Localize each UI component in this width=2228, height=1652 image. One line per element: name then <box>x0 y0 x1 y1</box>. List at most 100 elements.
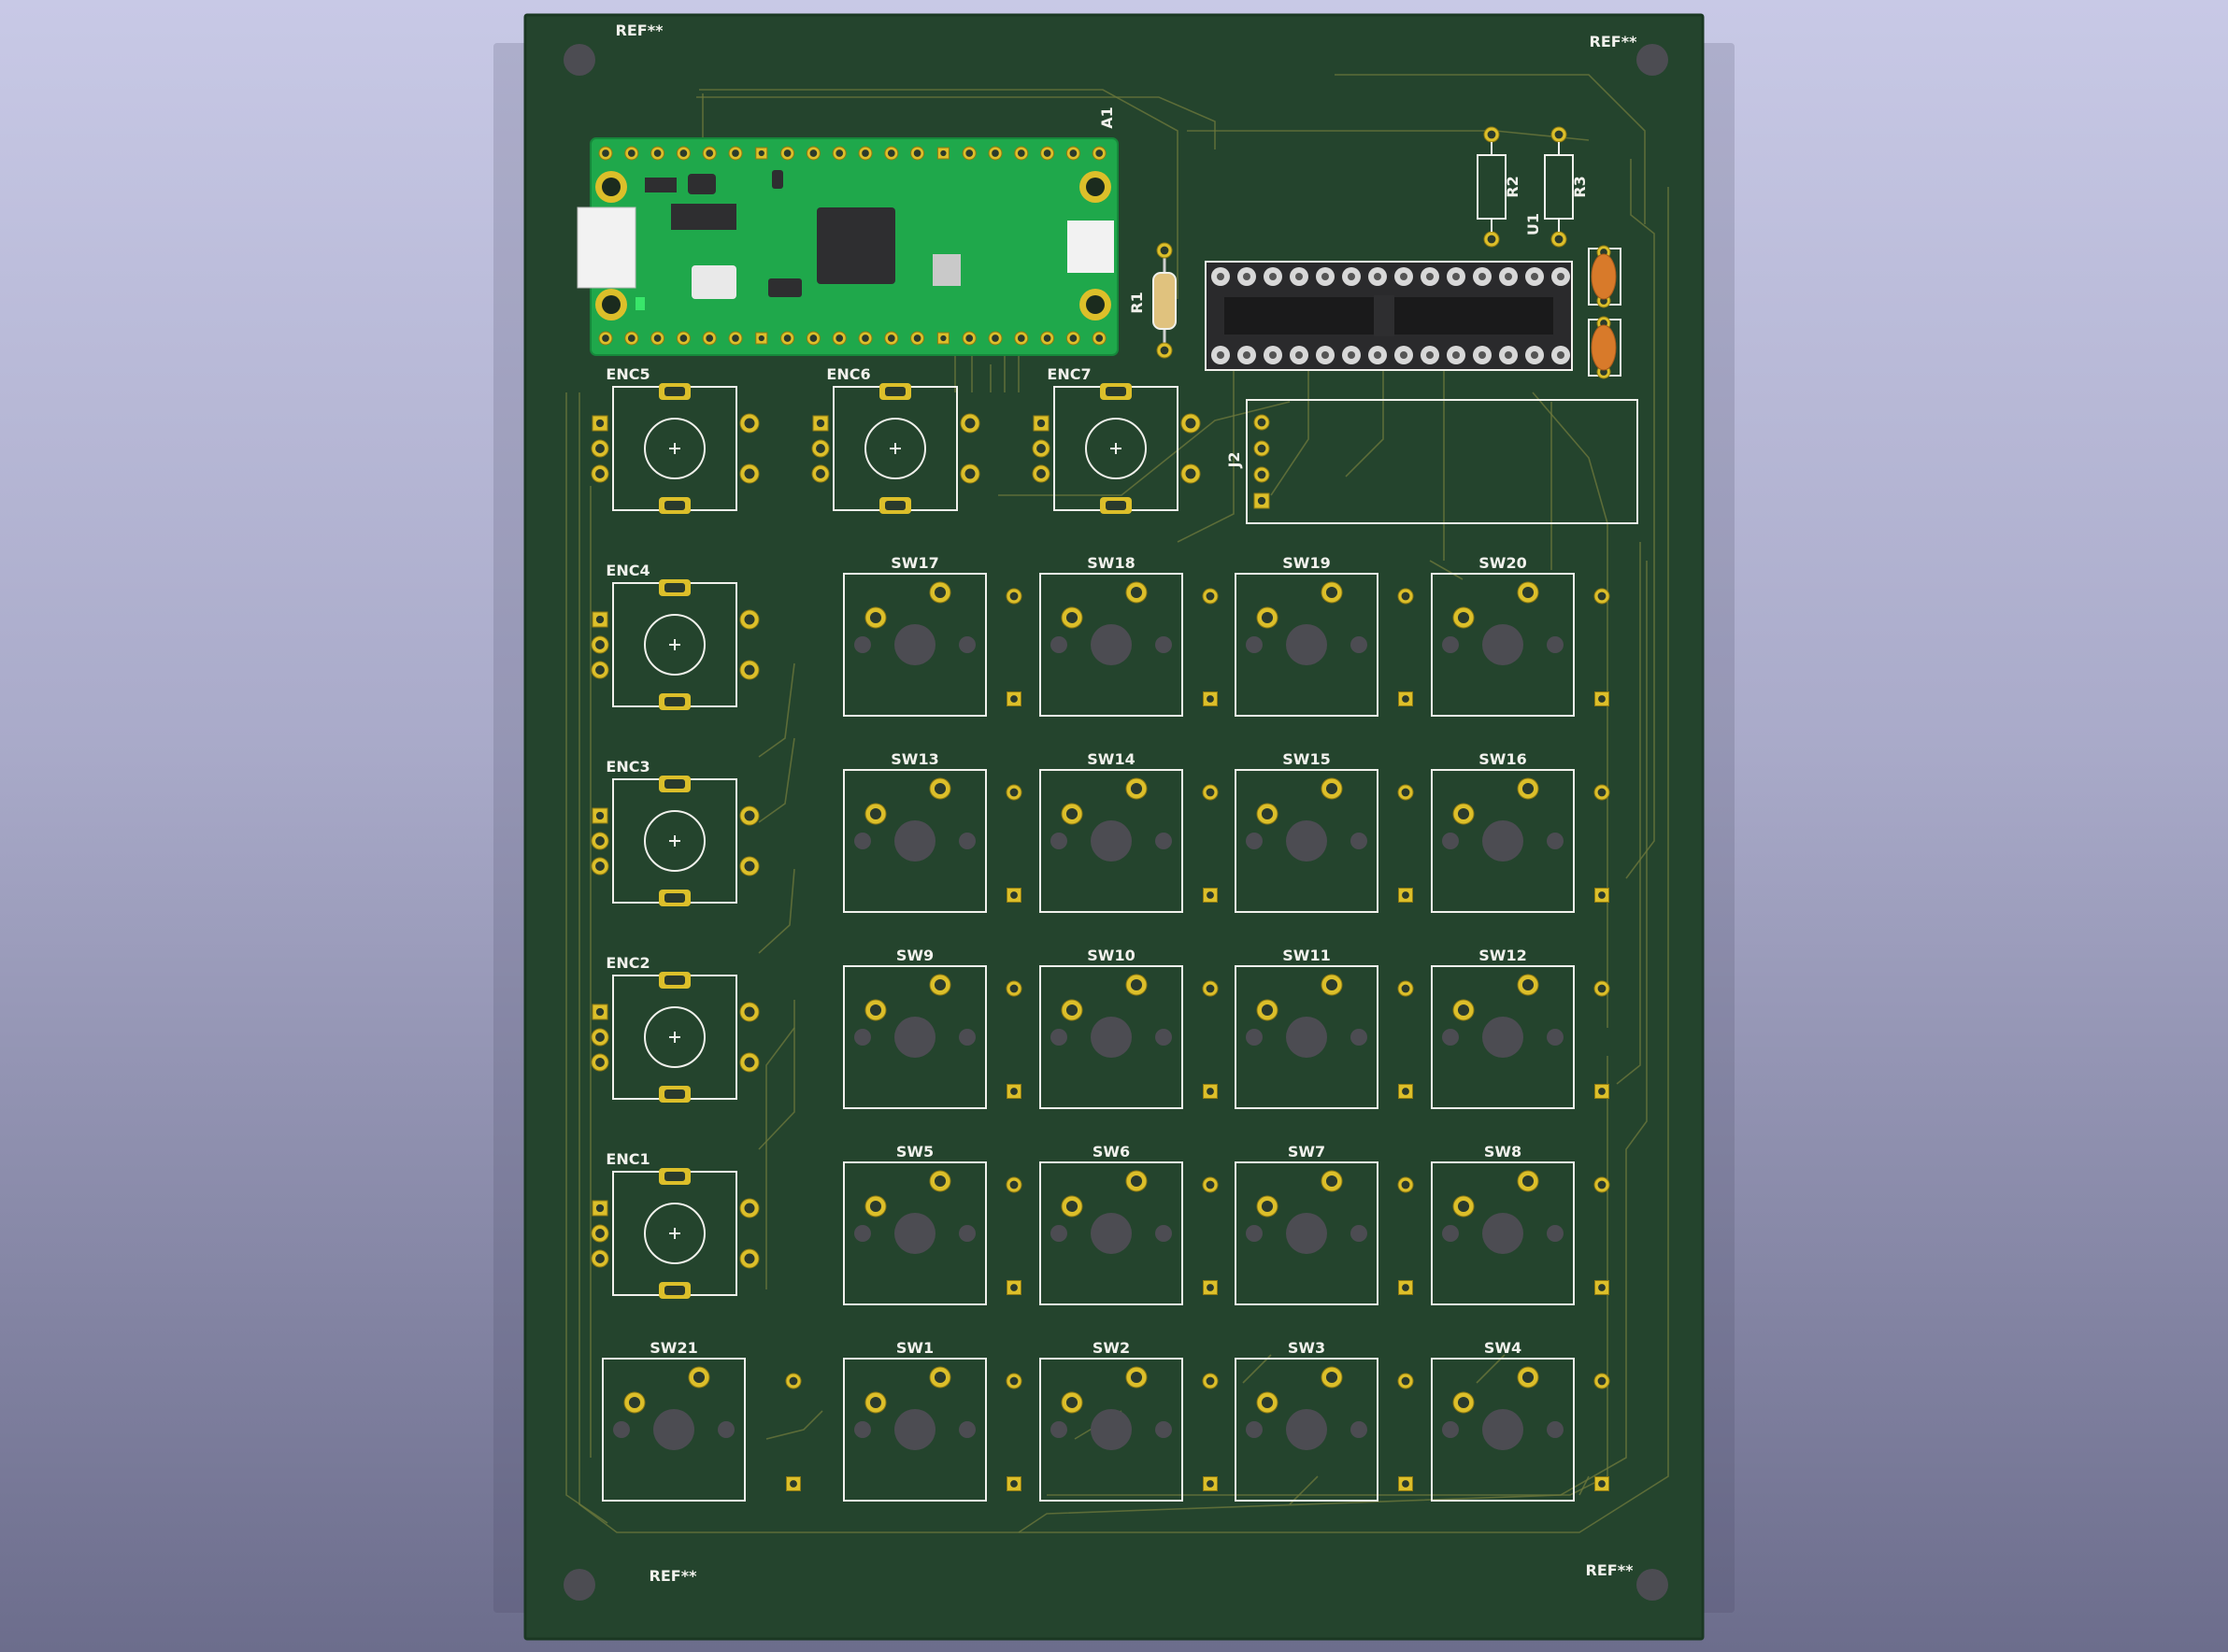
pad-drill <box>595 469 605 478</box>
pad-drill <box>1010 1480 1018 1488</box>
pad-drill <box>744 614 755 625</box>
pad-drill <box>1043 150 1051 157</box>
pad-drill <box>1130 586 1143 599</box>
silkscreen-label: SW2 <box>1093 1339 1130 1357</box>
encoder-mount-slot <box>664 1286 685 1295</box>
key-switch: SW11 <box>1235 947 1414 1109</box>
silkscreen-label: SW20 <box>1478 554 1526 572</box>
pad-drill <box>1457 1396 1470 1409</box>
resistor-r1: R1 <box>1128 242 1177 359</box>
pad-drill <box>1160 346 1169 355</box>
silkscreen-label: J2 <box>1225 451 1243 468</box>
pad-drill <box>934 782 947 795</box>
smd-part <box>688 174 716 194</box>
pad-drill <box>1457 807 1470 820</box>
pad-drill <box>1402 1088 1409 1095</box>
switch-center-hole <box>894 1213 935 1254</box>
ic-pin-hole <box>1374 351 1381 359</box>
pad-drill <box>836 335 844 342</box>
switch-peg-hole <box>1246 1225 1263 1242</box>
trace <box>758 662 795 758</box>
pad-drill <box>595 1203 605 1213</box>
pad-drill <box>744 1203 755 1214</box>
encoder-mount-slot <box>664 893 685 903</box>
switch-peg-hole <box>1155 1225 1172 1242</box>
trace <box>765 1410 823 1440</box>
pad-drill <box>1207 1480 1214 1488</box>
encoder-mount-slot <box>1106 387 1126 396</box>
pad-drill <box>1009 788 1019 797</box>
trace <box>1345 355 1384 477</box>
encoder-center-mark <box>669 835 680 847</box>
switch-center-hole <box>894 624 935 665</box>
switch-outline <box>1431 1358 1575 1502</box>
silkscreen-label: SW10 <box>1087 947 1135 964</box>
ic-pin-hole <box>1478 273 1486 280</box>
connector-outline <box>1246 399 1638 524</box>
switch-peg-hole <box>1050 833 1067 849</box>
pico-module: A1 <box>577 107 1119 356</box>
trace <box>1532 392 1608 1028</box>
silkscreen-label: REF** <box>616 21 664 39</box>
ic-pin-hole <box>1348 273 1355 280</box>
encoder-shaft-outline <box>644 810 706 872</box>
key-switch: SW14 <box>1039 750 1219 913</box>
switch-peg-hole <box>1442 1421 1459 1438</box>
ic-pin-hole <box>1374 273 1381 280</box>
pad-drill <box>1095 335 1104 342</box>
switch-peg-hole <box>1547 833 1564 849</box>
key-switch: SW10 <box>1039 947 1219 1109</box>
ic-socket-bridge <box>1374 295 1394 336</box>
pad-drill <box>789 1376 798 1386</box>
switch-outline <box>602 1358 746 1502</box>
ic-pin-hole <box>1452 351 1460 359</box>
pad-drill <box>1206 591 1215 601</box>
switch-peg-hole <box>854 1421 871 1438</box>
switch-center-hole <box>1286 624 1327 665</box>
pad-drill <box>1036 419 1046 428</box>
pad-drill <box>595 811 605 820</box>
pico-mount-drill <box>602 178 621 196</box>
rotary-encoder: ENC7 <box>1032 365 1201 514</box>
switch-center-hole <box>1091 820 1132 862</box>
key-switch: SW6 <box>1039 1143 1219 1305</box>
pad-drill <box>595 1058 605 1067</box>
silkscreen-label: REF** <box>1590 33 1638 50</box>
capacitor <box>1588 245 1621 308</box>
trace <box>1270 355 1309 496</box>
trace <box>578 187 1669 1533</box>
pad-drill <box>744 861 755 872</box>
pad-drill <box>1009 1180 1019 1189</box>
pad-drill <box>758 335 764 342</box>
pad-drill <box>790 1480 797 1488</box>
switch-center-hole <box>1482 624 1523 665</box>
pad-drill <box>1257 418 1266 427</box>
ic-pin-hole <box>1400 273 1407 280</box>
pad-drill <box>1207 1088 1214 1095</box>
pad-drill <box>653 335 662 342</box>
pad-drill <box>1598 1480 1606 1488</box>
silkscreen-label: R2 <box>1504 176 1521 197</box>
switch-peg-hole <box>1246 1421 1263 1438</box>
mounting-hole: REF** <box>1586 1561 1668 1601</box>
switch-outline <box>1431 965 1575 1109</box>
switch-outline <box>1235 573 1378 717</box>
pad-drill <box>1017 335 1025 342</box>
ic-pin-hole <box>1217 273 1224 280</box>
rotary-encoder: ENC4 <box>591 562 760 710</box>
smd-part <box>768 278 802 297</box>
switch-peg-hole <box>1442 1029 1459 1046</box>
switch-center-hole <box>1286 1017 1327 1058</box>
pico-mount-drill <box>1086 295 1105 314</box>
rotary-encoder: ENC5 <box>591 365 760 514</box>
encoder-mount-slot <box>664 779 685 789</box>
mounting-hole-drill <box>1636 44 1668 76</box>
pad-drill <box>1597 1180 1607 1189</box>
pad-drill <box>1065 1396 1078 1409</box>
pad-drill <box>1010 1284 1018 1291</box>
switch-center-hole <box>1091 1017 1132 1058</box>
pad-drill <box>1402 1284 1409 1291</box>
encoder-mount-slot <box>664 976 685 985</box>
